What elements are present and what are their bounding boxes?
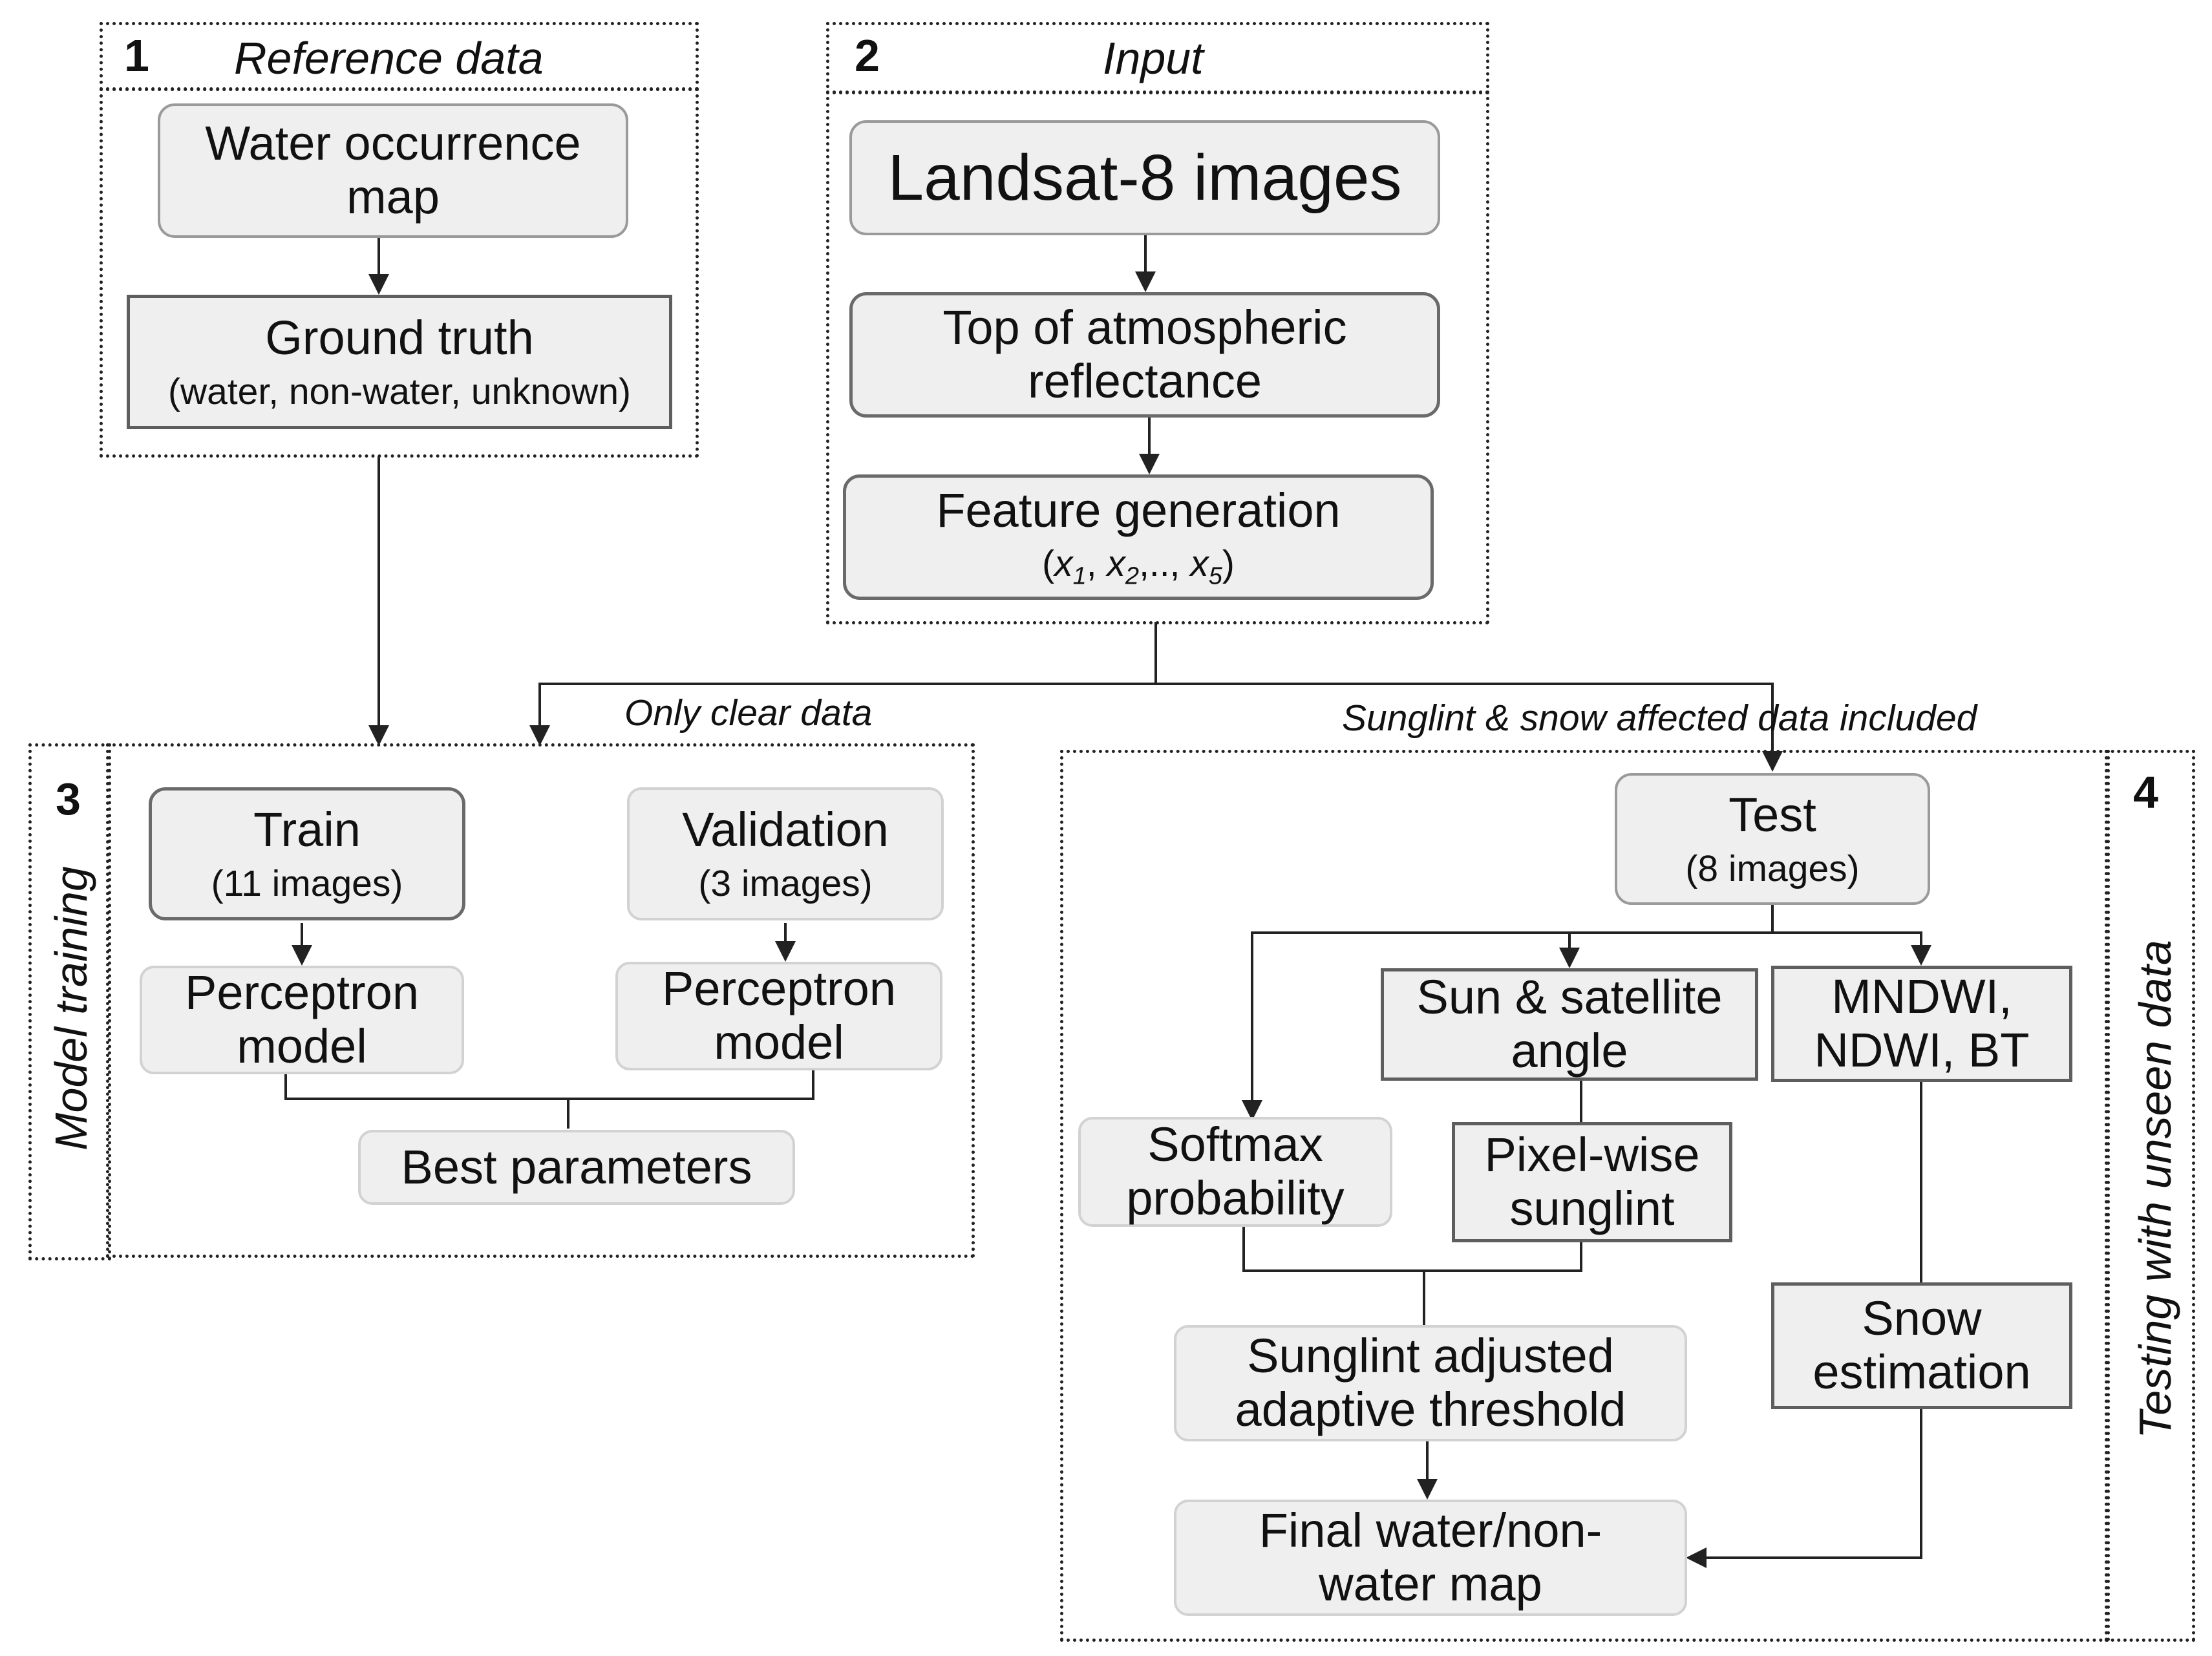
node-toa-line1: Top of atmospheric xyxy=(942,301,1347,355)
node-snow-line2: estimation xyxy=(1813,1345,2031,1399)
node-landsat-images: Landsat-8 images xyxy=(849,120,1440,235)
node-pixel-wise-sunglint: Pixel-wise sunglint xyxy=(1452,1122,1732,1242)
node-pixel-sunglint-line2: sunglint xyxy=(1509,1182,1675,1235)
node-water-occurrence-line2: map xyxy=(346,170,440,224)
node-adaptive-threshold: Sunglint adjusted adaptive threshold xyxy=(1174,1325,1687,1441)
node-perceptron-train: Perceptron model xyxy=(140,966,464,1074)
section-testing-side xyxy=(2105,750,2195,1642)
section-input-title: Input xyxy=(1103,33,1204,83)
node-perceptron-val-line2: model xyxy=(714,1015,844,1069)
section-training xyxy=(106,743,975,1258)
section-testing-number: 4 xyxy=(2133,767,2158,818)
node-sun-angle-line2: angle xyxy=(1511,1024,1628,1077)
node-final-map-line2: water map xyxy=(1319,1557,1542,1611)
section-testing xyxy=(1060,750,2110,1642)
node-snow-estimation: Snow estimation xyxy=(1771,1282,2072,1409)
node-train: Train (11 images) xyxy=(149,787,465,920)
node-test: Test (8 images) xyxy=(1615,773,1930,905)
node-threshold-line2: adaptive threshold xyxy=(1235,1383,1626,1436)
node-final-water-map: Final water/non- water map xyxy=(1174,1500,1687,1616)
section-training-side xyxy=(28,743,111,1260)
connector-to-threshold xyxy=(1242,1222,1582,1325)
node-water-occurrence-map: Water occurrence map xyxy=(158,103,628,238)
node-water-occurrence-line1: Water occurrence xyxy=(205,116,581,171)
edge-label-clear-only: Only clear data xyxy=(624,692,873,734)
node-final-map-line1: Final water/non- xyxy=(1259,1503,1602,1558)
node-snow-line1: Snow xyxy=(1862,1291,1982,1346)
node-perceptron-val-line1: Perceptron xyxy=(662,962,896,1016)
connector-test-to-mndwi xyxy=(1772,931,1931,966)
section-reference-number: 1 xyxy=(124,30,149,81)
node-mndwi-line2: NDWI, BT xyxy=(1814,1023,2030,1077)
connector-test-branches xyxy=(1242,905,1774,1121)
node-test-sub: (8 images) xyxy=(1685,847,1860,889)
node-ground-truth-title: Ground truth xyxy=(265,310,534,365)
section-training-title: Model training xyxy=(46,866,96,1151)
node-mndwi-ndwi-bt: MNDWI, NDWI, BT xyxy=(1771,966,2072,1082)
section-input-number: 2 xyxy=(855,30,880,81)
node-best-parameters: Best parameters xyxy=(358,1130,795,1205)
connector-perceptrons-to-best xyxy=(284,1070,814,1129)
node-test-title: Test xyxy=(1728,787,1816,842)
node-train-title: Train xyxy=(253,802,361,856)
node-feature-variables: (x1, x2,.., x5) xyxy=(1042,543,1235,590)
section-reference-title: Reference data xyxy=(234,33,544,83)
node-perceptron-train-line2: model xyxy=(237,1019,367,1073)
connector-feature-to-test xyxy=(1156,683,1783,772)
node-toa-reflectance: Top of atmospheric reflectance xyxy=(849,292,1440,418)
node-perceptron-validation: Perceptron model xyxy=(615,962,942,1070)
node-sun-angle-line1: Sun & satellite xyxy=(1416,970,1723,1024)
node-sun-satellite-angle: Sun & satellite angle xyxy=(1381,968,1758,1081)
node-ground-truth: Ground truth (water, non-water, unknown) xyxy=(127,295,672,429)
node-toa-line2: reflectance xyxy=(1028,354,1262,408)
node-mndwi-line1: MNDWI, xyxy=(1831,970,2012,1024)
node-perceptron-train-line1: Perceptron xyxy=(185,966,419,1020)
node-softmax-line2: probability xyxy=(1126,1171,1345,1225)
connector-test-to-sun-angle xyxy=(1559,931,1772,968)
node-ground-truth-sub: (water, non-water, unknown) xyxy=(167,370,632,412)
section-training-number: 3 xyxy=(56,774,81,824)
node-feature-generation: Feature generation (x1, x2,.., x5) xyxy=(843,474,1434,600)
node-train-sub: (11 images) xyxy=(211,862,403,904)
node-softmax-probability: Softmax probability xyxy=(1078,1117,1392,1227)
section-input xyxy=(826,90,1489,624)
edge-label-affected-included: Sunglint & snow affected data included xyxy=(1342,697,1977,739)
node-threshold-line1: Sunglint adjusted xyxy=(1247,1329,1614,1383)
node-best-parameters-title: Best parameters xyxy=(401,1140,752,1194)
section-testing-title: Testing with unseen data xyxy=(2130,940,2180,1439)
node-validation-title: Validation xyxy=(682,802,889,856)
section-reference xyxy=(100,88,699,458)
arrow-snow-to-final xyxy=(1686,1409,1922,1568)
node-landsat-title: Landsat-8 images xyxy=(888,142,1402,214)
node-feature-title: Feature generation xyxy=(936,483,1341,537)
node-validation: Validation (3 images) xyxy=(627,787,944,920)
node-softmax-line1: Softmax xyxy=(1147,1118,1323,1172)
node-pixel-sunglint-line1: Pixel-wise xyxy=(1484,1128,1700,1182)
node-validation-sub: (3 images) xyxy=(698,862,873,904)
connector-feature-split xyxy=(529,622,1157,746)
